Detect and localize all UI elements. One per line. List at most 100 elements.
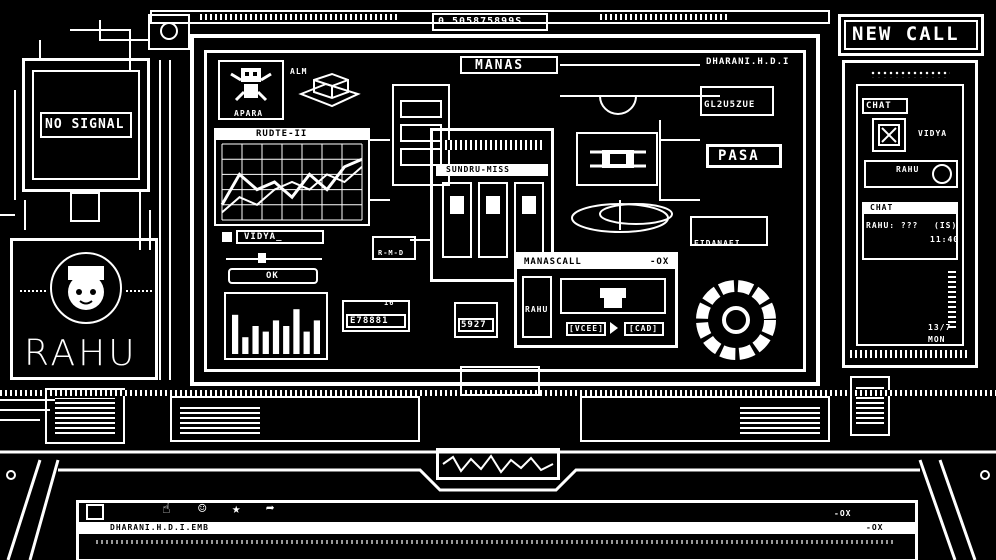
chat-contact-avatar[interactable]: [872, 118, 906, 152]
no-signal-screen: [32, 70, 140, 180]
drone-panel: [576, 132, 658, 186]
counter-b-display: [458, 318, 494, 332]
top-pipe-hatch: [200, 14, 400, 20]
bar-chart-panel: [224, 292, 328, 360]
desk-knob-2[interactable]: [980, 470, 990, 480]
bottom-window-content: [96, 540, 896, 544]
counter-a-panel: [342, 300, 410, 332]
sundru-window[interactable]: [430, 128, 554, 282]
counter-b-panel: [454, 302, 498, 338]
manascall-caller: RAHU: [525, 305, 549, 314]
cabinet-drawer-3[interactable]: [400, 148, 442, 166]
brand-label: DHARANI.H.D.I: [706, 57, 790, 67]
ok-button[interactable]: [228, 268, 318, 284]
bottom-window-controls[interactable]: -OX: [866, 523, 884, 532]
chat-scroll[interactable]: [948, 268, 956, 328]
manascall-close[interactable]: -OX: [650, 257, 670, 267]
sundru-figure-2: [486, 196, 500, 214]
star-icon[interactable]: ★: [232, 501, 241, 517]
bottom-window-logo: [86, 504, 104, 520]
cabinet-drawer-2[interactable]: [400, 124, 442, 142]
sundru-figure-3: [522, 196, 536, 214]
code-readout: GL2U5ZUE: [704, 100, 756, 110]
chat-panel-title: CHAT: [870, 203, 894, 212]
phone-screen: [856, 84, 964, 346]
drone-icon: [590, 150, 646, 168]
manascall-title: MANASCALL: [524, 257, 582, 267]
pasa-button[interactable]: [706, 144, 782, 168]
manascall-decline-button[interactable]: [566, 322, 606, 336]
vidya-field-text: VIDYA_: [244, 232, 283, 242]
new-call-sign[interactable]: [838, 14, 984, 56]
cabinet-drawer-1[interactable]: [400, 100, 442, 118]
eidanaei-panel: [690, 216, 768, 246]
chat-time: 11:40: [930, 235, 960, 244]
thumb-icon[interactable]: ☝: [162, 501, 171, 517]
chat-contact2-row[interactable]: [864, 160, 958, 188]
bar-6: [293, 309, 300, 354]
rahu-avatar: [50, 252, 122, 324]
counter-b-value: 5927: [461, 320, 487, 330]
bar-1: [242, 337, 249, 354]
bar-3: [262, 331, 269, 354]
counter-a-display: [346, 314, 406, 328]
chat-footer-right: MON: [928, 335, 946, 344]
bar-7: [303, 331, 310, 354]
desk-knob-1[interactable]: [6, 470, 16, 480]
top-left-device-lens: [160, 22, 178, 40]
slider-track[interactable]: [226, 258, 322, 260]
apara-robot-icon: [230, 68, 272, 102]
rahu-divider: [20, 290, 46, 292]
left-lower-vents: [55, 398, 115, 434]
share-icon[interactable]: ➦: [266, 501, 275, 517]
manascall-accept-label: [CAD]: [629, 324, 659, 333]
sundru-door-1[interactable]: [442, 182, 472, 258]
bottom-window-path: DHARANI.H.D.I.EMB: [110, 523, 209, 532]
waveform-box: [436, 448, 560, 480]
new-call-label: NEW CALL: [852, 23, 960, 45]
chat-contact2-name: RAHU: [896, 165, 920, 174]
sundru-door-2[interactable]: [478, 182, 508, 258]
phone-device: [842, 60, 978, 368]
manas-title-box: [460, 56, 558, 74]
eidanaei-label: EIDANAEI: [694, 239, 741, 248]
bar-2: [252, 326, 259, 354]
manascall-decline-label: [VCEE]: [569, 324, 604, 333]
lower-machinery-left: [170, 396, 420, 442]
counter-a-small: 16: [384, 299, 395, 307]
rudte-chart-titlebar: [214, 128, 370, 140]
rahu-panel[interactable]: [10, 238, 158, 380]
top-readout-box: [432, 13, 548, 31]
main-monitor-screen: [204, 50, 806, 372]
waveform: [442, 454, 554, 474]
chat-panel-titlebar: [862, 202, 958, 214]
rmd-label: R-M-D: [378, 249, 405, 257]
main-monitor-frame: [190, 34, 820, 386]
chat-contact2-icon: [932, 164, 952, 184]
lower-vents-left: [180, 404, 260, 434]
top-pipe-bar: [150, 10, 830, 24]
apara-panel[interactable]: [218, 60, 284, 120]
chat-message-tag: (IS): [934, 221, 958, 230]
manas-title-line: [560, 64, 700, 66]
phone-speaker: [870, 70, 950, 78]
no-signal-box: [40, 112, 132, 138]
left-lower-machine: [45, 388, 125, 444]
manascall-accept-button[interactable]: [624, 322, 664, 336]
rahu-divider-right: [126, 290, 152, 292]
alm-label: ALM: [290, 67, 308, 76]
top-pipe-hatch-right: [600, 14, 730, 20]
bottom-window-controls-2[interactable]: -OX: [834, 509, 852, 518]
sundru-titlebar: [436, 164, 548, 176]
smile-icon[interactable]: ☺: [198, 501, 207, 517]
bottom-window-titlebar: [79, 522, 915, 534]
chat-footer-left: 13/7: [928, 323, 952, 332]
ok-button-label: OK: [266, 271, 279, 281]
slider-knob[interactable]: [258, 253, 266, 263]
rahu-face-icon: [68, 266, 104, 310]
apara-label: APARA: [234, 109, 264, 118]
vidya-field[interactable]: [236, 230, 324, 244]
rudte-chart-title: RUDTE-II: [256, 129, 308, 139]
